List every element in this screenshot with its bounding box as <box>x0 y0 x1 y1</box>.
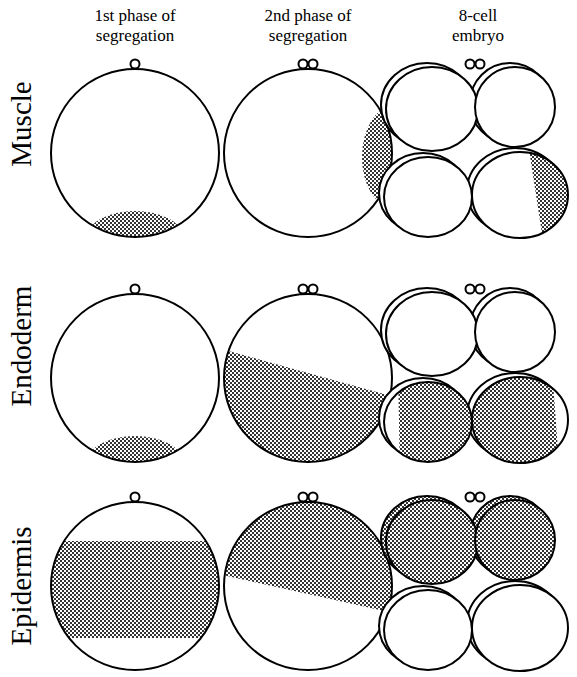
egg-outline <box>224 69 392 237</box>
polar-body <box>466 60 475 69</box>
cell-fill <box>384 590 472 670</box>
egg-outline <box>51 294 219 462</box>
blastomere <box>384 157 472 237</box>
column-heading: 8-cell embryo <box>443 6 513 45</box>
polar-body <box>131 60 140 69</box>
polar-body <box>476 493 485 502</box>
cytoplasm-region <box>218 496 398 614</box>
shaded-area <box>380 486 577 677</box>
egg-outline <box>51 502 219 670</box>
cytoplasm-region <box>45 541 225 638</box>
blastomere <box>460 368 568 478</box>
shaded-area <box>380 486 577 677</box>
eight-cell-embryo <box>379 60 577 254</box>
cell-outline <box>472 585 568 671</box>
blastomere <box>384 368 480 478</box>
cell-fill <box>475 292 555 372</box>
blastomere <box>380 486 577 677</box>
polar-body <box>309 285 318 294</box>
cytoplasm-region <box>380 486 577 677</box>
cell-fill <box>386 67 478 151</box>
polar-body <box>466 493 475 502</box>
cytoplasm-region <box>380 486 577 677</box>
egg-outline <box>224 502 392 670</box>
blastomere <box>475 67 555 147</box>
polar-body <box>131 285 140 294</box>
cell-fill <box>386 292 478 376</box>
cell-outline <box>384 590 472 670</box>
blastomere <box>472 585 568 671</box>
polar-body <box>466 285 475 294</box>
cell-fill <box>475 67 555 147</box>
blastomere <box>386 67 478 151</box>
tissue-row <box>51 285 568 489</box>
egg-phase-one <box>45 493 225 671</box>
shaded-area <box>218 496 398 614</box>
tissue-row <box>51 60 577 264</box>
polar-body <box>299 493 308 502</box>
row-label: Muscle <box>5 81 38 166</box>
cell-outline <box>475 67 555 147</box>
polar-body <box>131 493 140 502</box>
cell-outline <box>384 157 472 237</box>
column-heading: 1st phase of segregation <box>79 6 191 45</box>
cell-outline <box>475 292 555 372</box>
polar-body <box>476 285 485 294</box>
blastomere <box>380 486 577 677</box>
cell-fill <box>472 585 568 671</box>
cell-outline <box>384 382 472 462</box>
column-heading: 2nd phase of segregation <box>252 6 364 45</box>
tissue-row <box>45 482 577 677</box>
cell-outline <box>386 500 478 584</box>
cell-outline <box>386 67 478 151</box>
cell-outline <box>386 292 478 376</box>
blastomere <box>475 292 555 372</box>
egg-outline <box>224 294 392 462</box>
shaded-area <box>45 541 225 638</box>
egg-phase-two <box>218 285 398 469</box>
row-label: Epidermis <box>5 526 38 645</box>
cytoplasm-region <box>218 348 398 468</box>
egg-outline <box>51 69 219 237</box>
shaded-area <box>218 348 398 468</box>
row-label: Endoderm <box>5 286 38 407</box>
eight-cell-embryo <box>379 285 568 479</box>
blastomere <box>384 590 472 670</box>
polar-body <box>309 493 318 502</box>
eight-cell-embryo <box>375 482 577 677</box>
polar-body <box>476 60 485 69</box>
polar-body <box>309 60 318 69</box>
cell-fill <box>384 157 472 237</box>
cell-outline <box>475 500 555 580</box>
polar-body <box>299 60 308 69</box>
blastomere <box>386 292 478 376</box>
egg-phase-two <box>218 493 398 671</box>
egg-phase-one <box>51 285 219 489</box>
blastomere <box>472 143 577 253</box>
egg-phase-one <box>51 60 219 264</box>
cell-outline <box>472 152 568 238</box>
cell-outline <box>472 377 568 463</box>
polar-body <box>299 285 308 294</box>
